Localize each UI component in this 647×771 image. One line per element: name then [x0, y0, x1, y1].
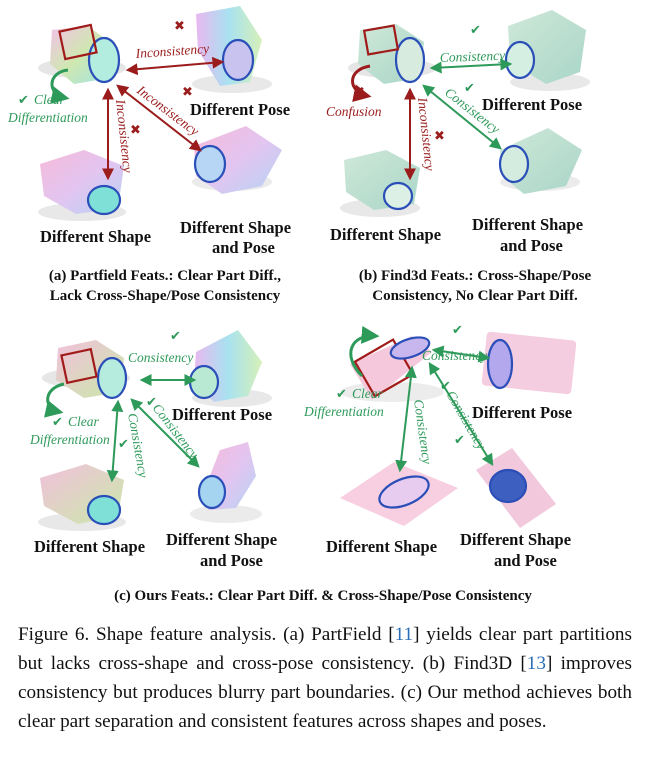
label-clear: Clear [34, 92, 65, 107]
cross-mark-icon: ✖ [434, 129, 445, 144]
label-differentiation: Differentiation [7, 110, 88, 125]
label-consistency-pose: Consistency [440, 48, 506, 65]
binoculars-shape-icon [38, 150, 126, 221]
label-inconsistency-pose: Inconsistency [134, 41, 209, 61]
caption-c: (c) Ours Feats.: Clear Part Diff. & Cros… [114, 588, 532, 604]
figure-caption: Figure 6. Shape feature analysis. (a) Pa… [18, 620, 632, 736]
caption-a-line1: (a) Partfield Feats.: Clear Part Diff., [49, 268, 281, 284]
citation-link-11[interactable]: 11 [394, 624, 414, 645]
check-mark-icon: ✔ [336, 387, 347, 402]
check-mark-icon: ✔ [470, 23, 481, 38]
check-mark-icon: ✔ [18, 93, 29, 108]
check-mark-icon: ✔ [454, 433, 465, 448]
check-mark-icon: ✔ [52, 415, 63, 430]
check-mark-icon: ✔ [170, 329, 181, 344]
panel-c-left: Consistency Consistency Consistency ✔ ✔ … [29, 329, 277, 570]
binoculars-shape-pose-icon [190, 442, 262, 523]
label-consistency-shape: Consistency [125, 412, 151, 479]
label-different-shape-pose-2: and Pose [212, 238, 275, 257]
check-mark-icon: ✔ [440, 379, 451, 394]
cross-mark-icon: ✖ [182, 85, 193, 100]
label-different-pose: Different Pose [482, 95, 582, 114]
caption-mid: ] yields clear part partitions but lacks… [18, 624, 632, 674]
label-different-shape: Different Shape [40, 227, 151, 246]
binoculars-main-icon [38, 23, 126, 84]
keyboard-shape-icon [340, 462, 458, 526]
citation-link-13[interactable]: 13 [526, 653, 546, 674]
label-different-shape-pose-2: and Pose [494, 551, 557, 570]
label-different-pose: Different Pose [472, 403, 572, 422]
caption-b-line1: (b) Find3d Feats.: Cross-Shape/Pose [359, 268, 592, 284]
check-mark-icon: ✔ [452, 323, 463, 338]
label-different-shape-pose-1: Different Shape [472, 215, 583, 234]
binoculars-pose-icon [188, 330, 272, 407]
label-consistency-shape: Consistency [411, 398, 435, 465]
cross-mark-icon: ✖ [130, 123, 141, 138]
caption-prefix: Figure 6. Shape feature analysis. (a) Pa… [18, 624, 395, 645]
check-mark-icon: ✔ [146, 395, 157, 410]
label-different-shape-pose-2: and Pose [500, 236, 563, 255]
binoculars-main-icon [348, 24, 436, 84]
binoculars-shape-icon [340, 150, 420, 217]
label-different-shape: Different Shape [326, 537, 437, 556]
binoculars-shape-icon [38, 464, 126, 531]
label-different-shape-pose-2: and Pose [200, 551, 263, 570]
keyboard-shape-pose-icon [476, 448, 556, 528]
label-different-pose: Different Pose [172, 405, 272, 424]
label-different-shape-pose-1: Different Shape [180, 218, 291, 237]
binoculars-main-icon [42, 340, 130, 400]
panel-c-right: Consistency Consistency Consistency ✔ ✔ … [303, 323, 577, 570]
label-differentiation: Differentiation [303, 404, 384, 419]
label-differentiation: Differentiation [29, 432, 110, 447]
label-clear: Clear [352, 386, 383, 401]
caption-rest: ] improves consistency but produces blur… [18, 653, 633, 732]
label-different-shape-pose-1: Different Shape [460, 530, 571, 549]
binoculars-shape-pose-icon [498, 128, 582, 194]
panel-a: Inconsistency Inconsistency Inconsistenc… [7, 6, 291, 304]
label-different-pose: Different Pose [190, 100, 290, 119]
label-different-shape: Different Shape [330, 225, 441, 244]
check-mark-icon: ✔ [118, 437, 129, 452]
panel-b: Consistency Consistency Inconsistency Co… [326, 10, 591, 304]
label-clear: Clear [68, 414, 99, 429]
keyboard-main-icon [340, 336, 444, 402]
check-mark-icon: ✔ [464, 81, 475, 96]
cross-mark-icon: ✖ [354, 85, 365, 100]
label-consistency-pose: Consistency [422, 348, 487, 363]
binoculars-pose-icon [504, 10, 590, 91]
label-different-shape-pose-1: Different Shape [166, 530, 277, 549]
label-consistency-pose: Consistency [128, 350, 193, 365]
caption-a-line2: Lack Cross-Shape/Pose Consistency [50, 288, 281, 304]
binoculars-shape-pose-icon [192, 126, 282, 194]
caption-b-line2: Consistency, No Clear Part Diff. [372, 288, 578, 304]
keyboard-pose-icon [481, 331, 577, 395]
cross-mark-icon: ✖ [174, 19, 185, 34]
label-different-shape: Different Shape [34, 537, 145, 556]
figure-6: Inconsistency Inconsistency Inconsistenc… [7, 6, 591, 604]
label-confusion: Confusion [326, 104, 382, 119]
